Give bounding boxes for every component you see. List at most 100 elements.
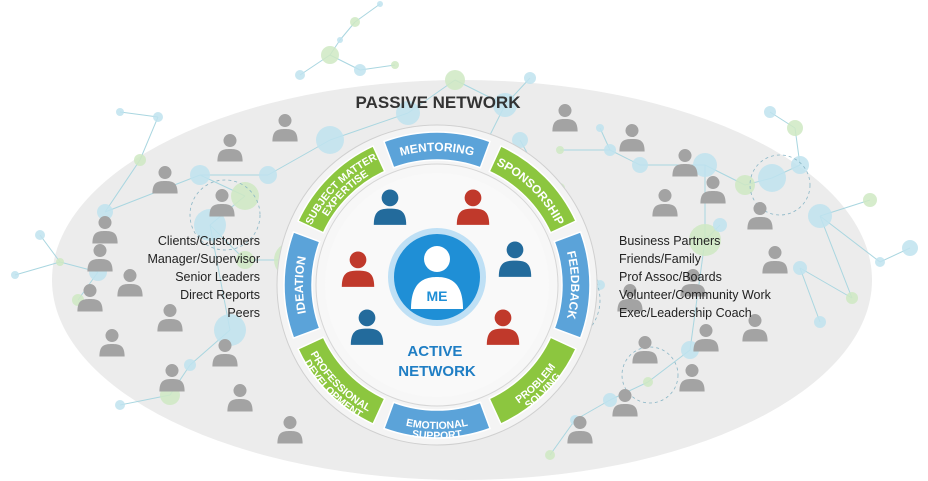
person-head [678,149,692,163]
person-body [617,298,643,312]
passive-person-icon [552,104,578,132]
segment-band [283,230,321,340]
person-head [706,176,720,190]
network-node [713,218,727,232]
network-node [115,400,125,410]
person-head [699,324,713,338]
passive-person-icon [672,149,698,177]
network-node [595,280,605,290]
active-network-line-2: NETWORK [398,363,476,380]
active-person-icon [456,189,490,225]
network-node [214,314,246,346]
network-link [104,159,141,213]
passive-person-icon [227,384,253,412]
network-link [119,111,159,118]
segment-label-path: IDEATION [292,255,309,315]
person-body [157,318,183,332]
right-list-item: Prof Assoc/Boards [619,270,722,284]
person-head [573,416,587,430]
network-node [445,70,465,90]
person-head [233,384,247,398]
person-body [680,283,706,297]
passive-person-icon [209,189,235,217]
segment-band [382,401,492,439]
network-node [316,126,344,154]
person-head [753,202,767,216]
passive-person-icon [87,244,113,272]
network-node [116,108,124,116]
segment-band [488,145,577,234]
network-node [693,153,717,177]
network-node [787,120,803,136]
person-body [227,398,253,412]
network-link [39,234,61,263]
person-head [381,189,399,207]
network-link [209,224,231,331]
person-body [209,203,235,217]
person-body [693,338,719,352]
network-link [14,261,61,276]
network-node [377,1,383,7]
person-body [672,163,698,177]
network-node [236,251,254,269]
person-head [123,269,137,283]
network-node [231,182,259,210]
segment-band [297,145,386,234]
person-body [619,138,645,152]
active-network-title: ACTIVE NETWORK [398,343,476,380]
person-head [464,189,482,207]
network-node [735,175,755,195]
active-person-icon [373,189,407,225]
me-person-body [411,277,463,309]
network-node [134,154,146,166]
person-head [618,389,632,403]
network-link [549,419,576,456]
network-node [391,61,399,69]
network-node [902,240,918,256]
right-list-item: Volunteer/Community Work [619,288,771,302]
person-head [748,314,762,328]
person-body [498,260,532,277]
passive-person-icon [612,389,638,417]
person-head [658,189,672,203]
person-head [506,241,524,259]
person-head [163,304,177,318]
person-body [700,190,726,204]
person-head [685,364,699,378]
network-node [596,124,604,132]
person-body [77,298,103,312]
passive-person-icon [217,134,243,162]
network-node [863,193,877,207]
network-node [512,132,528,148]
active-network-line-1: ACTIVE [407,343,462,360]
passive-person-icon [157,304,183,332]
left-list-item: Direct Reports [180,288,260,302]
left-list-item: Manager/Supervisor [147,252,260,266]
active-person-icon [350,309,384,345]
network-node [259,166,277,184]
network-node [350,17,360,27]
dashed-node-ring [621,346,679,404]
passive-network-title: PASSIVE NETWORK [356,93,522,112]
right-list-item: Business Partners [619,234,721,248]
network-node [758,164,786,192]
person-body [742,328,768,342]
person-body [762,260,788,274]
me-person-head [424,246,450,272]
label-layer: PASSIVE NETWORK ACTIVE NETWORK [356,93,522,380]
segment-band [553,230,591,340]
passive-person-icon [652,189,678,217]
passive-person-icon [92,216,118,244]
segment-band [382,131,492,169]
network-link [354,3,381,23]
network-node [604,144,616,156]
network-node [35,230,45,240]
person-head [623,284,637,298]
network-node [643,377,653,387]
me-label: ME [427,288,448,304]
network-node [11,271,19,279]
passive-person-icon [212,339,238,367]
active-network-ring: MENTORINGSPONSORSHIPFEEDBACKPROBLEMSOLVI… [276,124,598,446]
passive-person-icon [680,269,706,297]
person-body [277,430,303,444]
